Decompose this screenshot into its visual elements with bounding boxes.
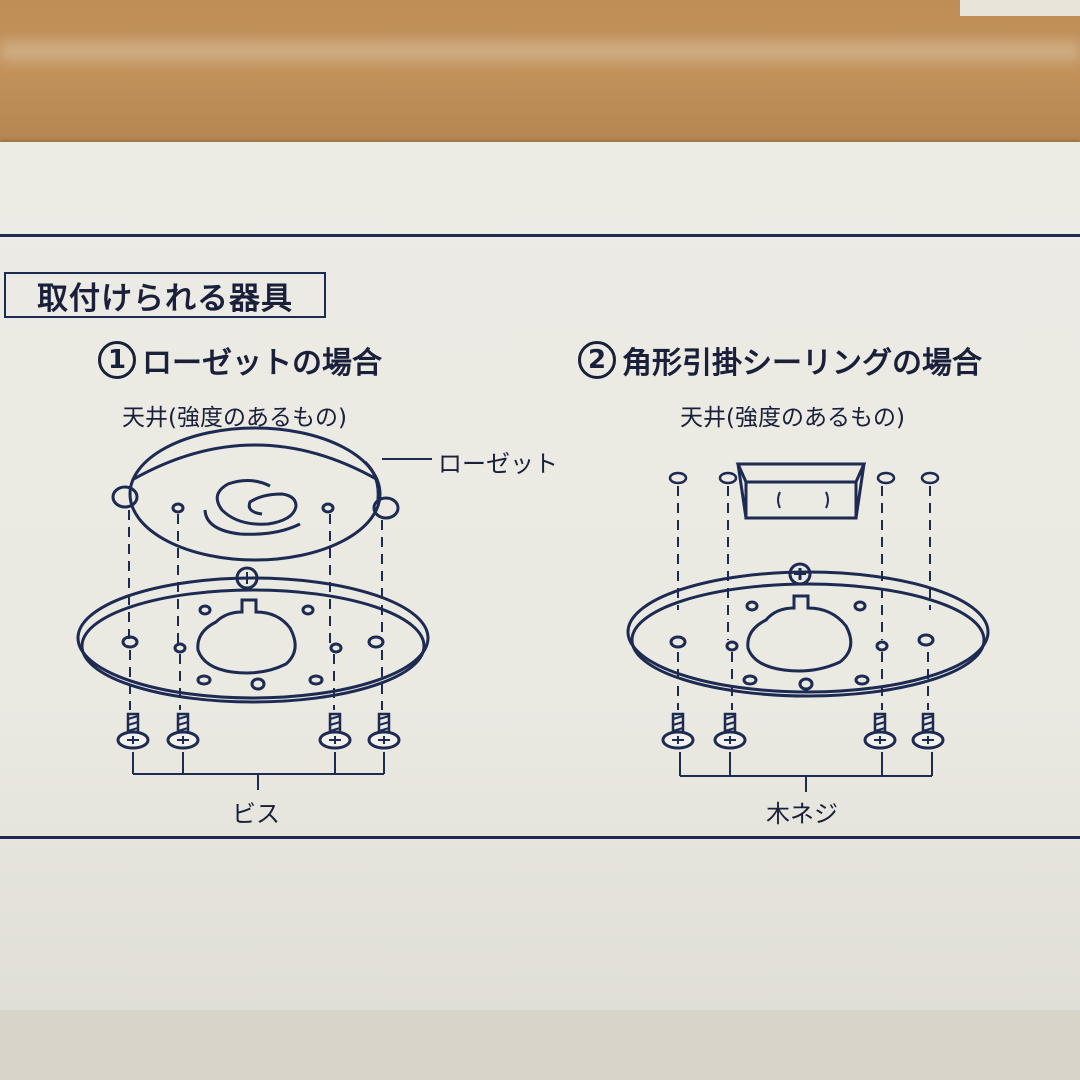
square-ceiling-hook-drawing bbox=[735, 462, 867, 520]
case-1-mounting-plate bbox=[76, 566, 430, 704]
case-1-ceiling-note: 天井(強度のあるもの) bbox=[122, 405, 347, 431]
case-2-guide-lines-lower bbox=[677, 652, 929, 710]
case-1-title-text: ローゼットの場合 bbox=[142, 346, 382, 381]
case-2-title: 2 角形引掛シーリングの場合 bbox=[578, 338, 982, 382]
paper-scrap bbox=[960, 0, 1080, 16]
case-2-screws bbox=[661, 712, 945, 750]
case-1-guide-lines bbox=[128, 510, 383, 650]
case-1-screw-label: ビス bbox=[232, 800, 280, 828]
instruction-sheet bbox=[0, 142, 1080, 1080]
case-1-guide-lines-lower bbox=[129, 650, 383, 710]
case-1-screw-bracket bbox=[132, 752, 385, 790]
case-1-title: 1 ローゼットの場合 bbox=[98, 338, 382, 382]
case-2-screw-label: 木ネジ bbox=[766, 800, 838, 828]
case-1-number: 1 bbox=[98, 341, 136, 379]
rosette-callout-label: ローゼット bbox=[438, 450, 558, 478]
frame-line-bottom bbox=[0, 836, 1080, 839]
case-2-number: 2 bbox=[578, 341, 616, 379]
case-2-screw-bracket bbox=[679, 752, 933, 792]
sheet-lower-edge bbox=[0, 1010, 1080, 1080]
case-1-screws bbox=[116, 712, 401, 750]
rosette-drawing bbox=[111, 426, 400, 562]
case-2-mounting-plate bbox=[626, 562, 990, 698]
section-heading: 取付けられる器具 bbox=[4, 272, 326, 318]
frame-line-top bbox=[0, 234, 1080, 237]
cardboard-background bbox=[0, 0, 1080, 160]
case-2-ceiling-note: 天井(強度のあるもの) bbox=[680, 405, 905, 431]
case-2-guide-lines bbox=[677, 486, 931, 640]
case-2-title-text: 角形引掛シーリングの場合 bbox=[622, 346, 982, 381]
case-2-ceiling-holes bbox=[668, 471, 940, 485]
